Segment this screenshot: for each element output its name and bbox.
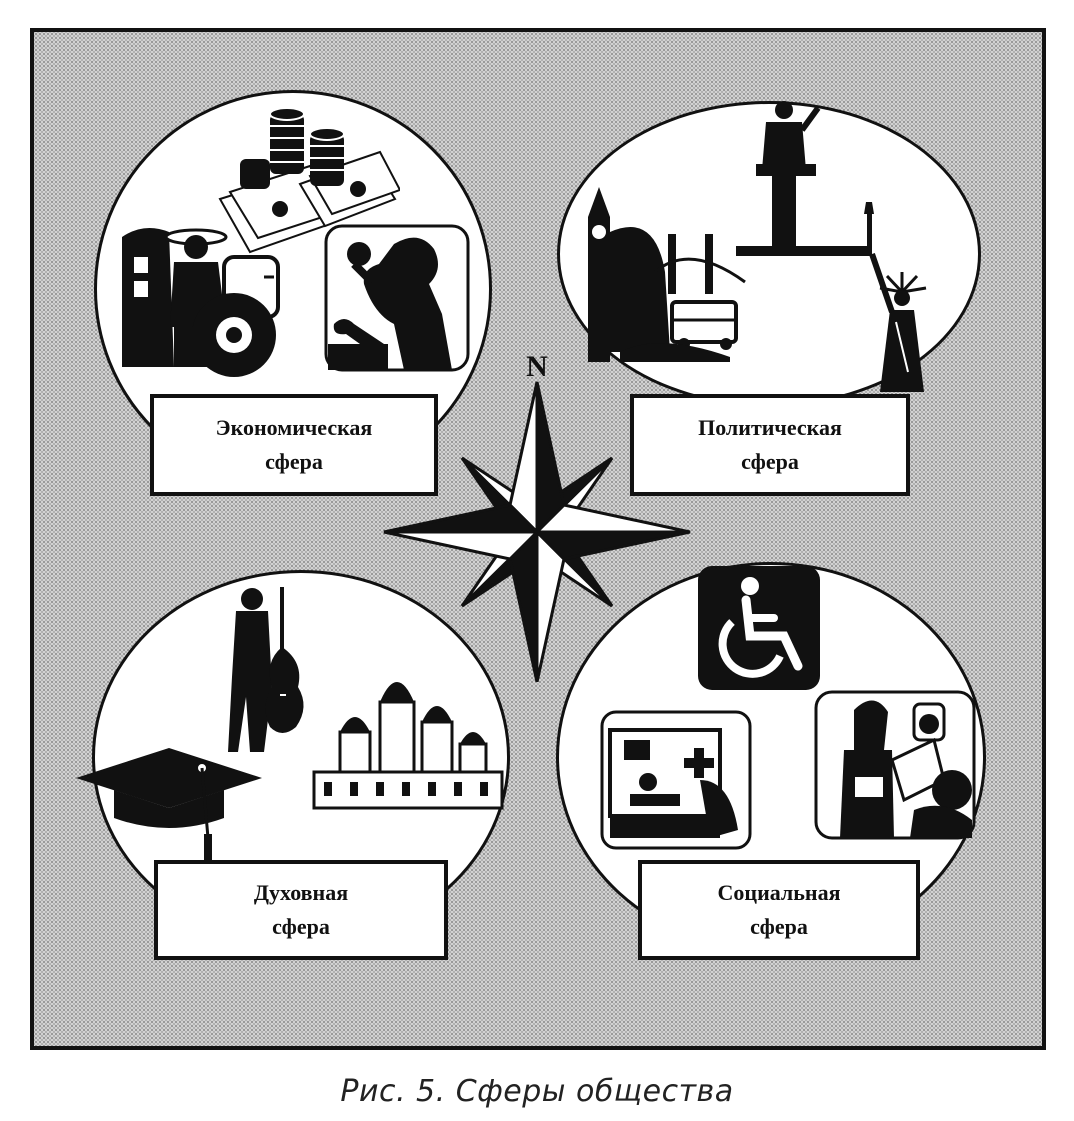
social-sphere-label: Социальная сфера [638,860,920,960]
compass-rose-icon: N [383,350,691,682]
statue-of-liberty-illustration [864,202,927,392]
economic-sphere-title: Экономическая [215,415,373,440]
political-sphere-title: Политическая [698,415,842,440]
spiritual-sphere-label: Духовная сфера [154,860,448,960]
wheelchair-icon [698,566,820,690]
graduation-cap-illustration [76,748,262,864]
social-sphere-subtitle: сфера [750,914,808,939]
spiritual-sphere-subtitle: сфера [272,914,330,939]
compass-north-label: N [526,350,548,383]
political-sphere-subtitle: сфера [741,449,799,474]
speaker-podium-illustration [736,101,872,256]
cathedral-illustration [312,682,504,810]
economic-sphere-subtitle: сфера [265,449,323,474]
caregiver-illustration [814,690,976,840]
spiritual-sphere-title: Духовная [253,880,349,905]
economic-sphere-label: Экономическая сфера [150,394,438,496]
farmer-tractor-illustration [122,228,280,377]
figure-caption: Рис. 5. Сферы общества [340,1074,734,1109]
diagram-frame: Экономическая сфера [30,28,1046,1050]
london-landmarks-illustration [588,187,746,362]
social-sphere-title: Социальная [717,880,841,905]
ambulance-illustration [600,710,752,850]
musician-double-bass-illustration [228,587,304,752]
money-illustration [218,107,400,254]
mechanic-illustration [324,224,470,372]
political-sphere-label: Политическая сфера [630,394,910,496]
